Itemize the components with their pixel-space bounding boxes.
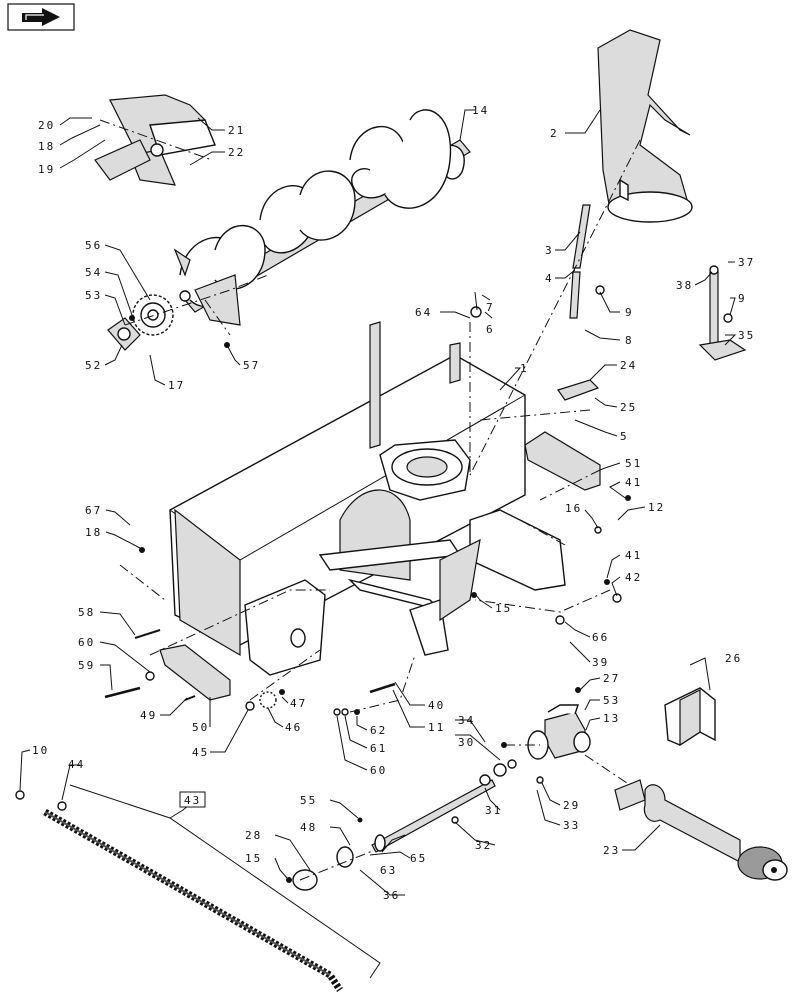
callout-41b: 41 — [625, 549, 642, 562]
callout-67: 67 — [85, 504, 102, 517]
main-frame-housing — [169, 321, 566, 676]
callout-52: 52 — [85, 359, 102, 372]
callout-23: 23 — [603, 844, 620, 857]
pto-drive-shaft — [614, 779, 788, 881]
callout-51: 51 — [625, 457, 642, 470]
callout-44: 44 — [68, 758, 85, 771]
assembly-center-lines — [99, 119, 641, 881]
arrow-right-icon[interactable] — [7, 3, 75, 31]
callout-35: 35 — [738, 329, 755, 342]
callout-5: 5 — [620, 430, 629, 443]
callout-20: 20 — [38, 119, 55, 132]
callout-28: 28 — [245, 829, 262, 842]
callout-64: 64 — [415, 306, 432, 319]
callout-8: 8 — [625, 334, 634, 347]
callout-45: 45 — [192, 746, 209, 759]
callout-17: 17 — [168, 379, 185, 392]
callout-43: 43 — [184, 794, 201, 807]
callout-14: 14 — [472, 104, 489, 117]
drive-shaft — [292, 759, 517, 891]
callout-7: 7 — [486, 301, 495, 314]
callout-49: 49 — [140, 709, 157, 722]
callout-13: 13 — [603, 712, 620, 725]
callout-54: 54 — [85, 266, 102, 279]
discharge-chute — [597, 29, 693, 223]
roller-chain — [15, 790, 343, 992]
callout-6: 6 — [486, 323, 495, 336]
callout-40: 40 — [428, 699, 445, 712]
callout-32: 32 — [475, 839, 492, 852]
callout-labels: 20 18 19 21 22 14 2 56 54 53 52 17 57 3 … — [32, 104, 755, 902]
callout-16: 16 — [565, 502, 582, 515]
callout-30: 30 — [458, 736, 475, 749]
callout-33: 33 — [563, 819, 580, 832]
callout-21: 21 — [228, 124, 245, 137]
callout-10: 10 — [32, 744, 49, 757]
callout-62: 62 — [370, 724, 387, 737]
callout-22: 22 — [228, 146, 245, 159]
callout-39: 39 — [592, 656, 609, 669]
callout-34: 34 — [458, 714, 475, 727]
callout-31: 31 — [485, 804, 502, 817]
callout-15b: 15 — [495, 602, 512, 615]
callout-58: 58 — [78, 606, 95, 619]
callout-2: 2 — [550, 127, 559, 140]
callout-66: 66 — [592, 631, 609, 644]
fasteners — [104, 291, 631, 883]
callout-19: 19 — [38, 163, 55, 176]
callout-27: 27 — [603, 672, 620, 685]
callout-9b: 9 — [738, 292, 747, 305]
callout-15a: 15 — [245, 852, 262, 865]
callout-36: 36 — [383, 889, 400, 902]
callout-24: 24 — [620, 359, 637, 372]
callout-60a: 60 — [78, 636, 95, 649]
callout-37: 37 — [738, 256, 755, 269]
callout-1: 1 — [520, 362, 529, 375]
callout-47: 47 — [290, 697, 307, 710]
callout-60b: 60 — [370, 764, 387, 777]
callout-65: 65 — [410, 852, 427, 865]
skid-shoe — [159, 644, 231, 701]
callout-48: 48 — [300, 821, 317, 834]
callout-63: 63 — [380, 864, 397, 877]
callout-26: 26 — [725, 652, 742, 665]
callout-50: 50 — [192, 721, 209, 734]
sprocket-and-bearing — [107, 294, 174, 351]
callout-18a: 18 — [38, 140, 55, 153]
callout-43-box — [179, 791, 206, 808]
callout-42: 42 — [625, 571, 642, 584]
gearbox — [527, 704, 591, 760]
callout-46: 46 — [285, 721, 302, 734]
chute-rods — [569, 204, 605, 319]
callout-3: 3 — [545, 244, 554, 257]
callout-11: 11 — [428, 721, 445, 734]
callout-53a: 53 — [85, 289, 102, 302]
callout-38: 38 — [676, 279, 693, 292]
callout-4: 4 — [545, 272, 554, 285]
callout-56: 56 — [85, 239, 102, 252]
leader-lines — [19, 109, 737, 979]
shoe-and-guard — [524, 379, 601, 491]
pto-cover — [664, 687, 716, 747]
callout-41a: 41 — [625, 476, 642, 489]
callout-12: 12 — [648, 501, 665, 514]
callout-18b: 18 — [85, 526, 102, 539]
callout-29: 29 — [563, 799, 580, 812]
callout-53b: 53 — [603, 694, 620, 707]
impeller-fan — [94, 94, 216, 186]
jack-stand — [698, 265, 747, 361]
callout-59: 59 — [78, 659, 95, 672]
callout-57: 57 — [243, 359, 260, 372]
callout-61: 61 — [370, 742, 387, 755]
callout-25: 25 — [620, 401, 637, 414]
auger-assembly — [173, 109, 471, 326]
callout-9a: 9 — [625, 306, 634, 319]
callout-55: 55 — [300, 794, 317, 807]
